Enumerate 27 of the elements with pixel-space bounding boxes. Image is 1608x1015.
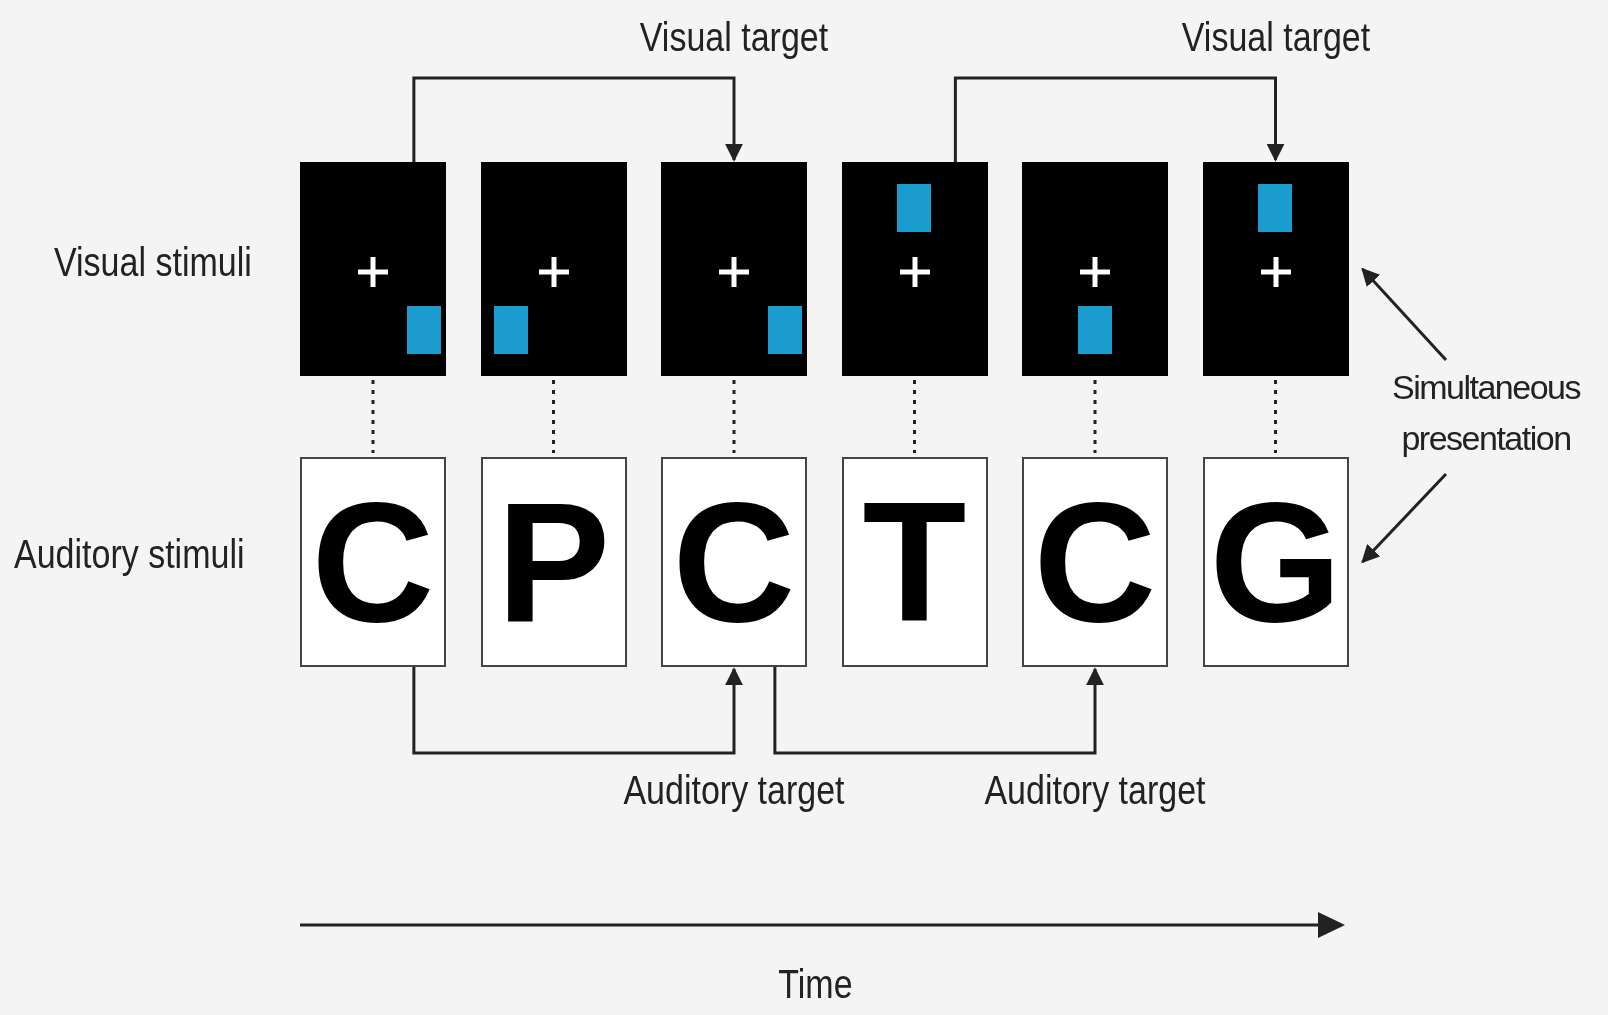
arrow <box>1361 472 1448 564</box>
letter-card: P <box>480 457 627 667</box>
visual-stimulus-panel <box>661 162 807 376</box>
row-label: Visual stimuli <box>54 240 252 285</box>
arrow <box>773 667 1104 755</box>
axis-label: Time <box>778 962 853 1007</box>
visual-stimulus-panel <box>480 162 627 376</box>
visual-stimulus-panel <box>1022 162 1168 376</box>
dotted-line <box>552 380 555 453</box>
arrow <box>953 76 1285 162</box>
arrow <box>412 76 743 162</box>
dotted-line <box>371 380 375 453</box>
row-label: Auditory stimuli <box>14 532 245 577</box>
arrow <box>412 667 743 755</box>
dotted-line <box>1274 380 1277 453</box>
letter-card: T <box>841 457 988 667</box>
letter-card: C <box>1022 457 1168 667</box>
visual-stimulus-panel <box>841 162 988 376</box>
visual-stimulus-panel <box>300 162 446 376</box>
arrow <box>1361 267 1448 361</box>
dotted-line <box>913 380 916 453</box>
letter-card: C <box>661 457 807 667</box>
dotted-line <box>732 380 736 453</box>
letter-card: G <box>1202 457 1349 667</box>
visual-stimulus-panel <box>1202 162 1349 376</box>
dotted-line <box>1093 380 1097 453</box>
letter-card: C <box>300 457 446 667</box>
